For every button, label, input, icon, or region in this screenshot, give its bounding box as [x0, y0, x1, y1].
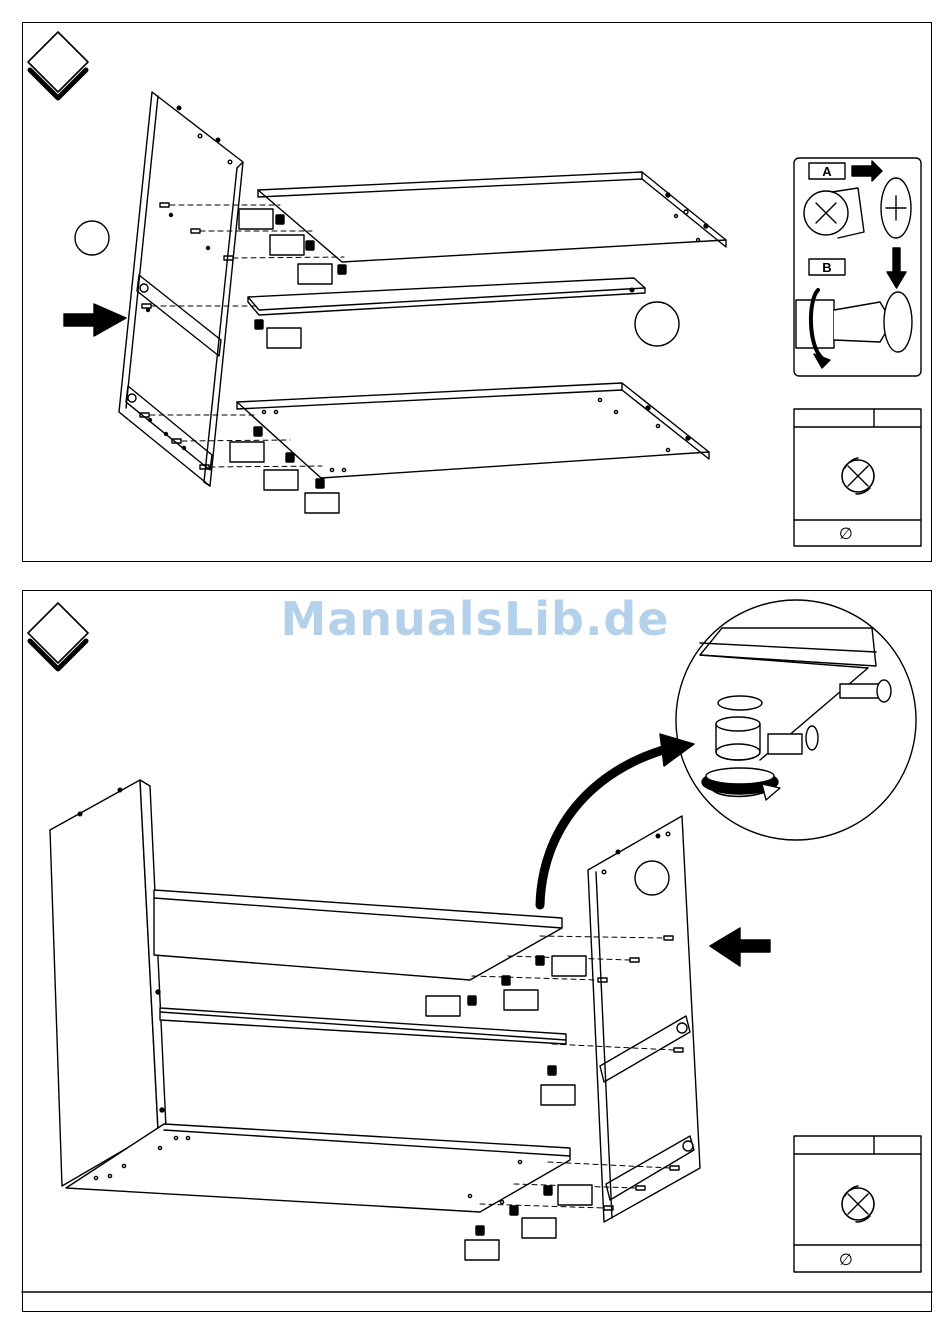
- part-callout-circle: [75, 221, 109, 255]
- side-panel-right: [588, 816, 700, 1222]
- diameter-symbol: ∅: [839, 1250, 853, 1269]
- cam-steps-inset: A B: [794, 158, 921, 376]
- step-b-label: B: [822, 260, 831, 275]
- top-board: [154, 890, 562, 980]
- direction-arrow-icon: [64, 304, 126, 336]
- side-panel-left: [119, 92, 243, 486]
- middle-rail: [160, 1008, 566, 1044]
- part-callout-circle: [635, 861, 669, 895]
- step-diamond-icon: [28, 32, 88, 98]
- part-label-box: [426, 956, 592, 1260]
- top-board: [258, 172, 726, 262]
- diameter-symbol: ∅: [839, 524, 853, 543]
- side-panel-left: [50, 780, 166, 1186]
- watermark-text: ManualsLib.de: [0, 592, 950, 646]
- step-a-label: A: [822, 164, 832, 179]
- bottom-board: [237, 383, 709, 478]
- part-callout-circle: [635, 302, 679, 346]
- parts-table: [794, 409, 921, 546]
- direction-arrow-icon: [710, 928, 770, 966]
- parts-table: [794, 1136, 921, 1272]
